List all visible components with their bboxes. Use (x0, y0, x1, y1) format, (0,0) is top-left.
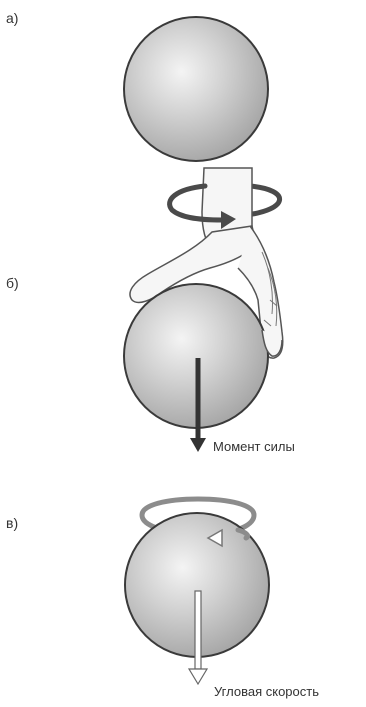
panel-c: Угловая скорость (125, 499, 319, 699)
torque-label: Момент силы (213, 439, 295, 454)
sphere-icon (124, 17, 268, 161)
angular-velocity-label: Угловая скорость (214, 684, 319, 699)
panel-b: Момент силы (124, 168, 295, 454)
panel-a (124, 17, 268, 161)
